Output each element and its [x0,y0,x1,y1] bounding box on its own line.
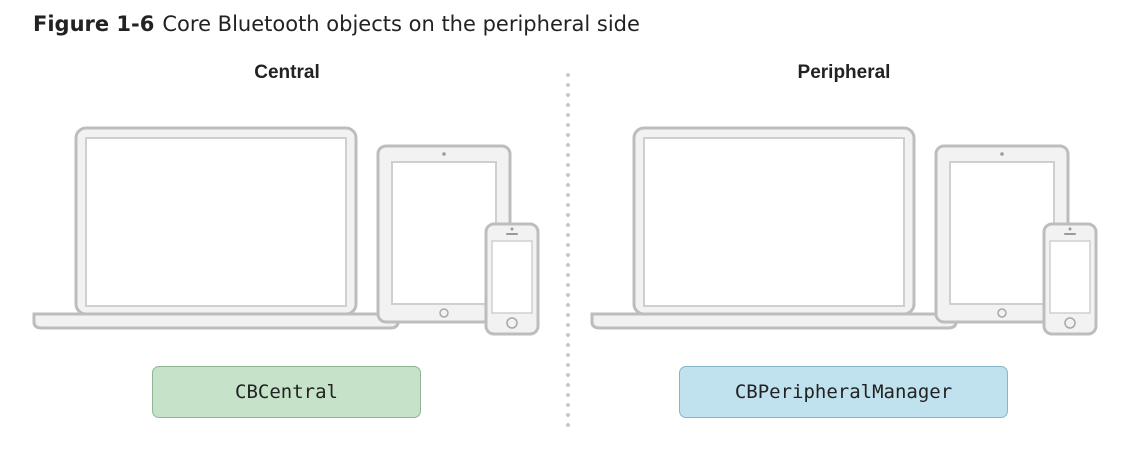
central-devices-illustration [30,122,550,338]
peripheral-devices-illustration [588,122,1108,338]
figure-caption: Figure 1-6 Core Bluetooth objects on the … [33,12,640,36]
cbperipheralmanager-box: CBPeripheralManager [679,366,1008,418]
peripheral-heading: Peripheral [744,62,944,84]
figure-title: Core Bluetooth objects on the peripheral… [162,12,640,36]
central-heading: Central [187,62,387,84]
dotted-divider [566,70,570,432]
phone-icon [1044,224,1096,334]
cbcentral-box: CBCentral [152,366,421,418]
laptop-icon [592,128,956,328]
phone-icon [486,224,538,334]
figure-label: Figure 1-6 [33,12,154,36]
laptop-icon [34,128,398,328]
